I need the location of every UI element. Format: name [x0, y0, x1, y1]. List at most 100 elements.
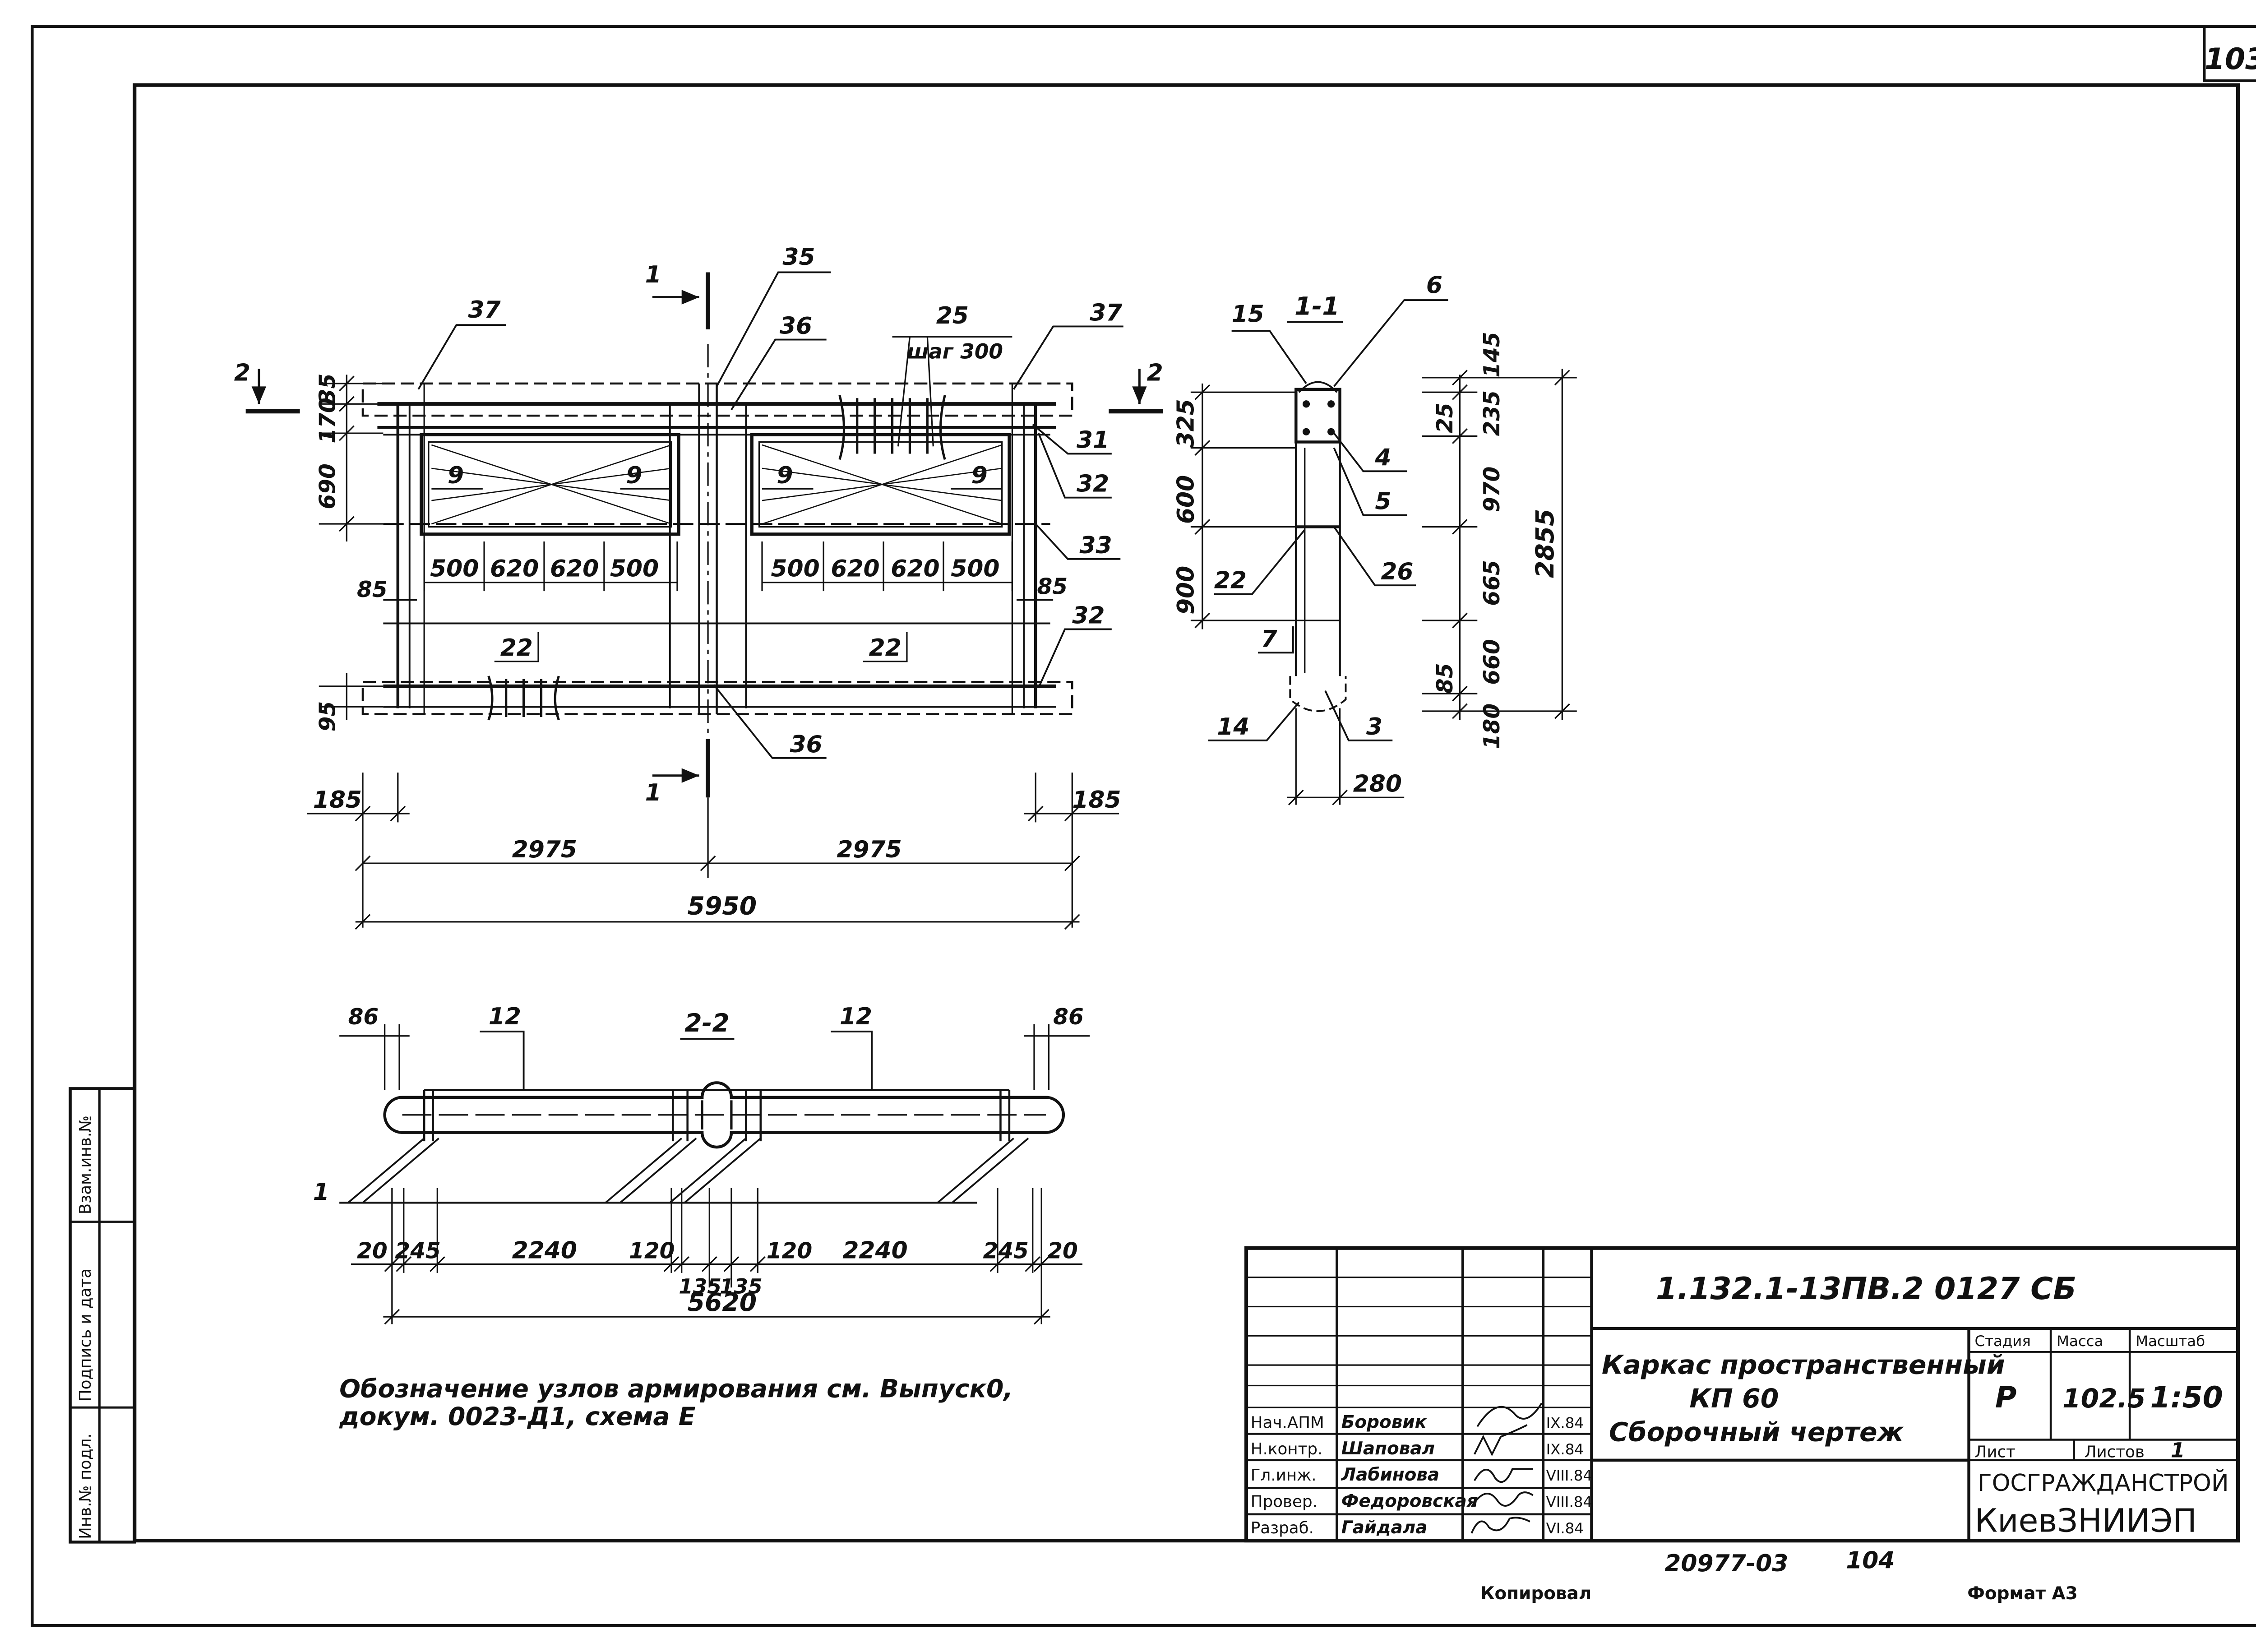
leader-35: 35 [782, 244, 815, 271]
section-2-2: 2-2 1 12 12 86 86 20 245 2240 120 135 13… [313, 1003, 1090, 1325]
note-line-2: докум. 0023-Д1, схема Е [339, 1402, 695, 1431]
dim-970: 970 [1479, 467, 1505, 512]
spacing-left-0: 500 [430, 555, 479, 583]
stamp-signature-label: Подпись и дата [76, 1268, 95, 1402]
section-1-1: 1-1 280 15 6 4 5 26 22 7 14 [1172, 272, 1577, 805]
leader-31: 31 [1077, 426, 1109, 453]
spacing-left-3: 500 [610, 555, 659, 583]
sig-role-1: Н.контр. [1251, 1440, 1323, 1458]
sheet-border [31, 25, 2256, 1627]
title-line-3: Сборочный чертеж [1609, 1417, 1905, 1448]
section-1-bottom-label: 1 [645, 779, 661, 806]
dim-235: 235 [1479, 390, 1505, 436]
spacing-right-3: 500 [951, 555, 999, 583]
title-block: 1.132.1-13ПВ.2 0127 СБ Каркас пространст… [1244, 1246, 2240, 1543]
dim-25: 25 [1433, 403, 1458, 433]
dim-180: 180 [1479, 703, 1505, 749]
front-left-dims: 35 170 690 95 85 85 [315, 374, 1068, 732]
archive-number: 20977-03 [1664, 1550, 1788, 1577]
dim-86-left: 86 [348, 1004, 379, 1030]
spacing-right-2: 620 [891, 555, 939, 583]
leader-25-step: шаг 300 [907, 340, 1003, 364]
dim-2855: 2855 [1530, 509, 1559, 578]
leader-32-top: 32 [1077, 471, 1109, 498]
leader-26: 26 [1381, 558, 1413, 585]
dim-325: 325 [1172, 399, 1199, 448]
spacing-right-1: 620 [831, 555, 879, 583]
dim-245-left: 245 [395, 1238, 440, 1263]
section-mark-1: 1 1 [645, 261, 710, 806]
sig-role-4: Разраб. [1251, 1519, 1314, 1537]
leader-22-left: 22 [500, 634, 533, 662]
document-code: 1.132.1-13ПВ.2 0127 СБ [1656, 1271, 2076, 1307]
dim-35: 35 [315, 374, 340, 404]
format-label: Формат А3 [1967, 1583, 2077, 1604]
sig-mark-3 [1470, 1491, 1534, 1508]
dim-900: 900 [1172, 566, 1199, 615]
sig-name-4: Гайдала [1341, 1518, 1428, 1538]
sig-mark-1 [1474, 1424, 1528, 1457]
dim-600: 600 [1172, 475, 1199, 524]
archive-page: 104 [1846, 1547, 1895, 1574]
reinforcement-note: Обозначение узлов армирования см. Выпуск… [339, 1374, 1013, 1431]
spacing-left-1: 620 [490, 555, 539, 583]
leader-37-left: 37 [468, 296, 500, 324]
sig-mark-2 [1474, 1468, 1533, 1483]
leader-12-right: 12 [840, 1003, 872, 1030]
dim-95: 95 [315, 701, 340, 732]
opening-frame-left [420, 433, 680, 536]
dim-5950: 5950 [688, 892, 757, 921]
sheet-label: Лист [1975, 1443, 2016, 1461]
title-line-1: Каркас пространственный [1602, 1350, 2005, 1380]
leader-36-bottom: 36 [790, 731, 823, 758]
org-line-2: КиевЗНИИЭП [1975, 1502, 2197, 1540]
sheets-label: Листов [2085, 1443, 2145, 1461]
leader-7: 7 [1261, 625, 1277, 652]
dim-85-section: 85 [1433, 663, 1458, 694]
leader-6: 6 [1426, 272, 1442, 299]
stamp-inv-label: Инв.№ подл. [76, 1433, 95, 1539]
dim-120-left: 120 [629, 1238, 675, 1263]
dim-20-left: 20 [357, 1238, 388, 1263]
dim-5620: 5620 [688, 1288, 757, 1317]
dim-280: 280 [1353, 770, 1402, 797]
section-mark-2: 2 2 [234, 359, 1163, 414]
dim-665: 665 [1479, 560, 1505, 606]
section-2-left-label: 2 [234, 359, 250, 386]
dim-170: 170 [315, 398, 340, 443]
section-2-right-label: 2 [1147, 359, 1163, 386]
signature-row: Гл.инж. Лабинова VIII.84 [1251, 1465, 1592, 1485]
header-stage: Стадия [1975, 1333, 2031, 1350]
mass-value: 102.5 [2062, 1383, 2146, 1414]
dim-2975-left: 2975 [512, 836, 577, 863]
sheets-count: 1 [2171, 1438, 2185, 1462]
leader-9-b: 9 [626, 462, 643, 489]
sig-mark-0 [1476, 1402, 1543, 1427]
spacing-dims: 500 620 620 500 500 620 620 500 [423, 541, 1013, 592]
signature-row: Н.контр. Шаповал IX.84 [1251, 1424, 1584, 1459]
copied-by-label: Копировал [1480, 1583, 1592, 1604]
leader-33: 33 [1079, 532, 1112, 559]
sig-date-4: VI.84 [1546, 1520, 1584, 1537]
dim-145: 145 [1479, 332, 1505, 377]
opening-frame-right [750, 433, 1011, 536]
page-number: 103 [2205, 42, 2256, 76]
sig-date-3: VIII.84 [1546, 1494, 1592, 1511]
spacing-right-0: 500 [771, 555, 819, 583]
sig-role-2: Гл.инж. [1251, 1466, 1317, 1485]
dim-245-right: 245 [983, 1238, 1029, 1263]
sig-role-3: Провер. [1251, 1493, 1318, 1511]
org-line-1: ГОСГРАЖДАНСТРОЙ [1978, 1469, 2229, 1497]
leader-9-c: 9 [777, 462, 793, 489]
dim-185-left: 185 [313, 787, 362, 814]
front-view: 1 1 2 2 37 35 36 25 [234, 244, 1163, 930]
dim-85-right: 85 [1037, 574, 1068, 600]
signature-row: Нач.АПМ Боровик IX.84 [1251, 1402, 1584, 1433]
dim-86-right: 86 [1053, 1004, 1084, 1030]
stamp-replace-label: Взам.инв.№ [76, 1115, 95, 1214]
leader-32-bottom: 32 [1072, 602, 1105, 629]
spacing-left-2: 620 [550, 555, 599, 583]
scale-value: 1:50 [2150, 1381, 2223, 1415]
dim-20-right: 20 [1047, 1238, 1078, 1263]
sig-name-0: Боровик [1341, 1412, 1428, 1433]
